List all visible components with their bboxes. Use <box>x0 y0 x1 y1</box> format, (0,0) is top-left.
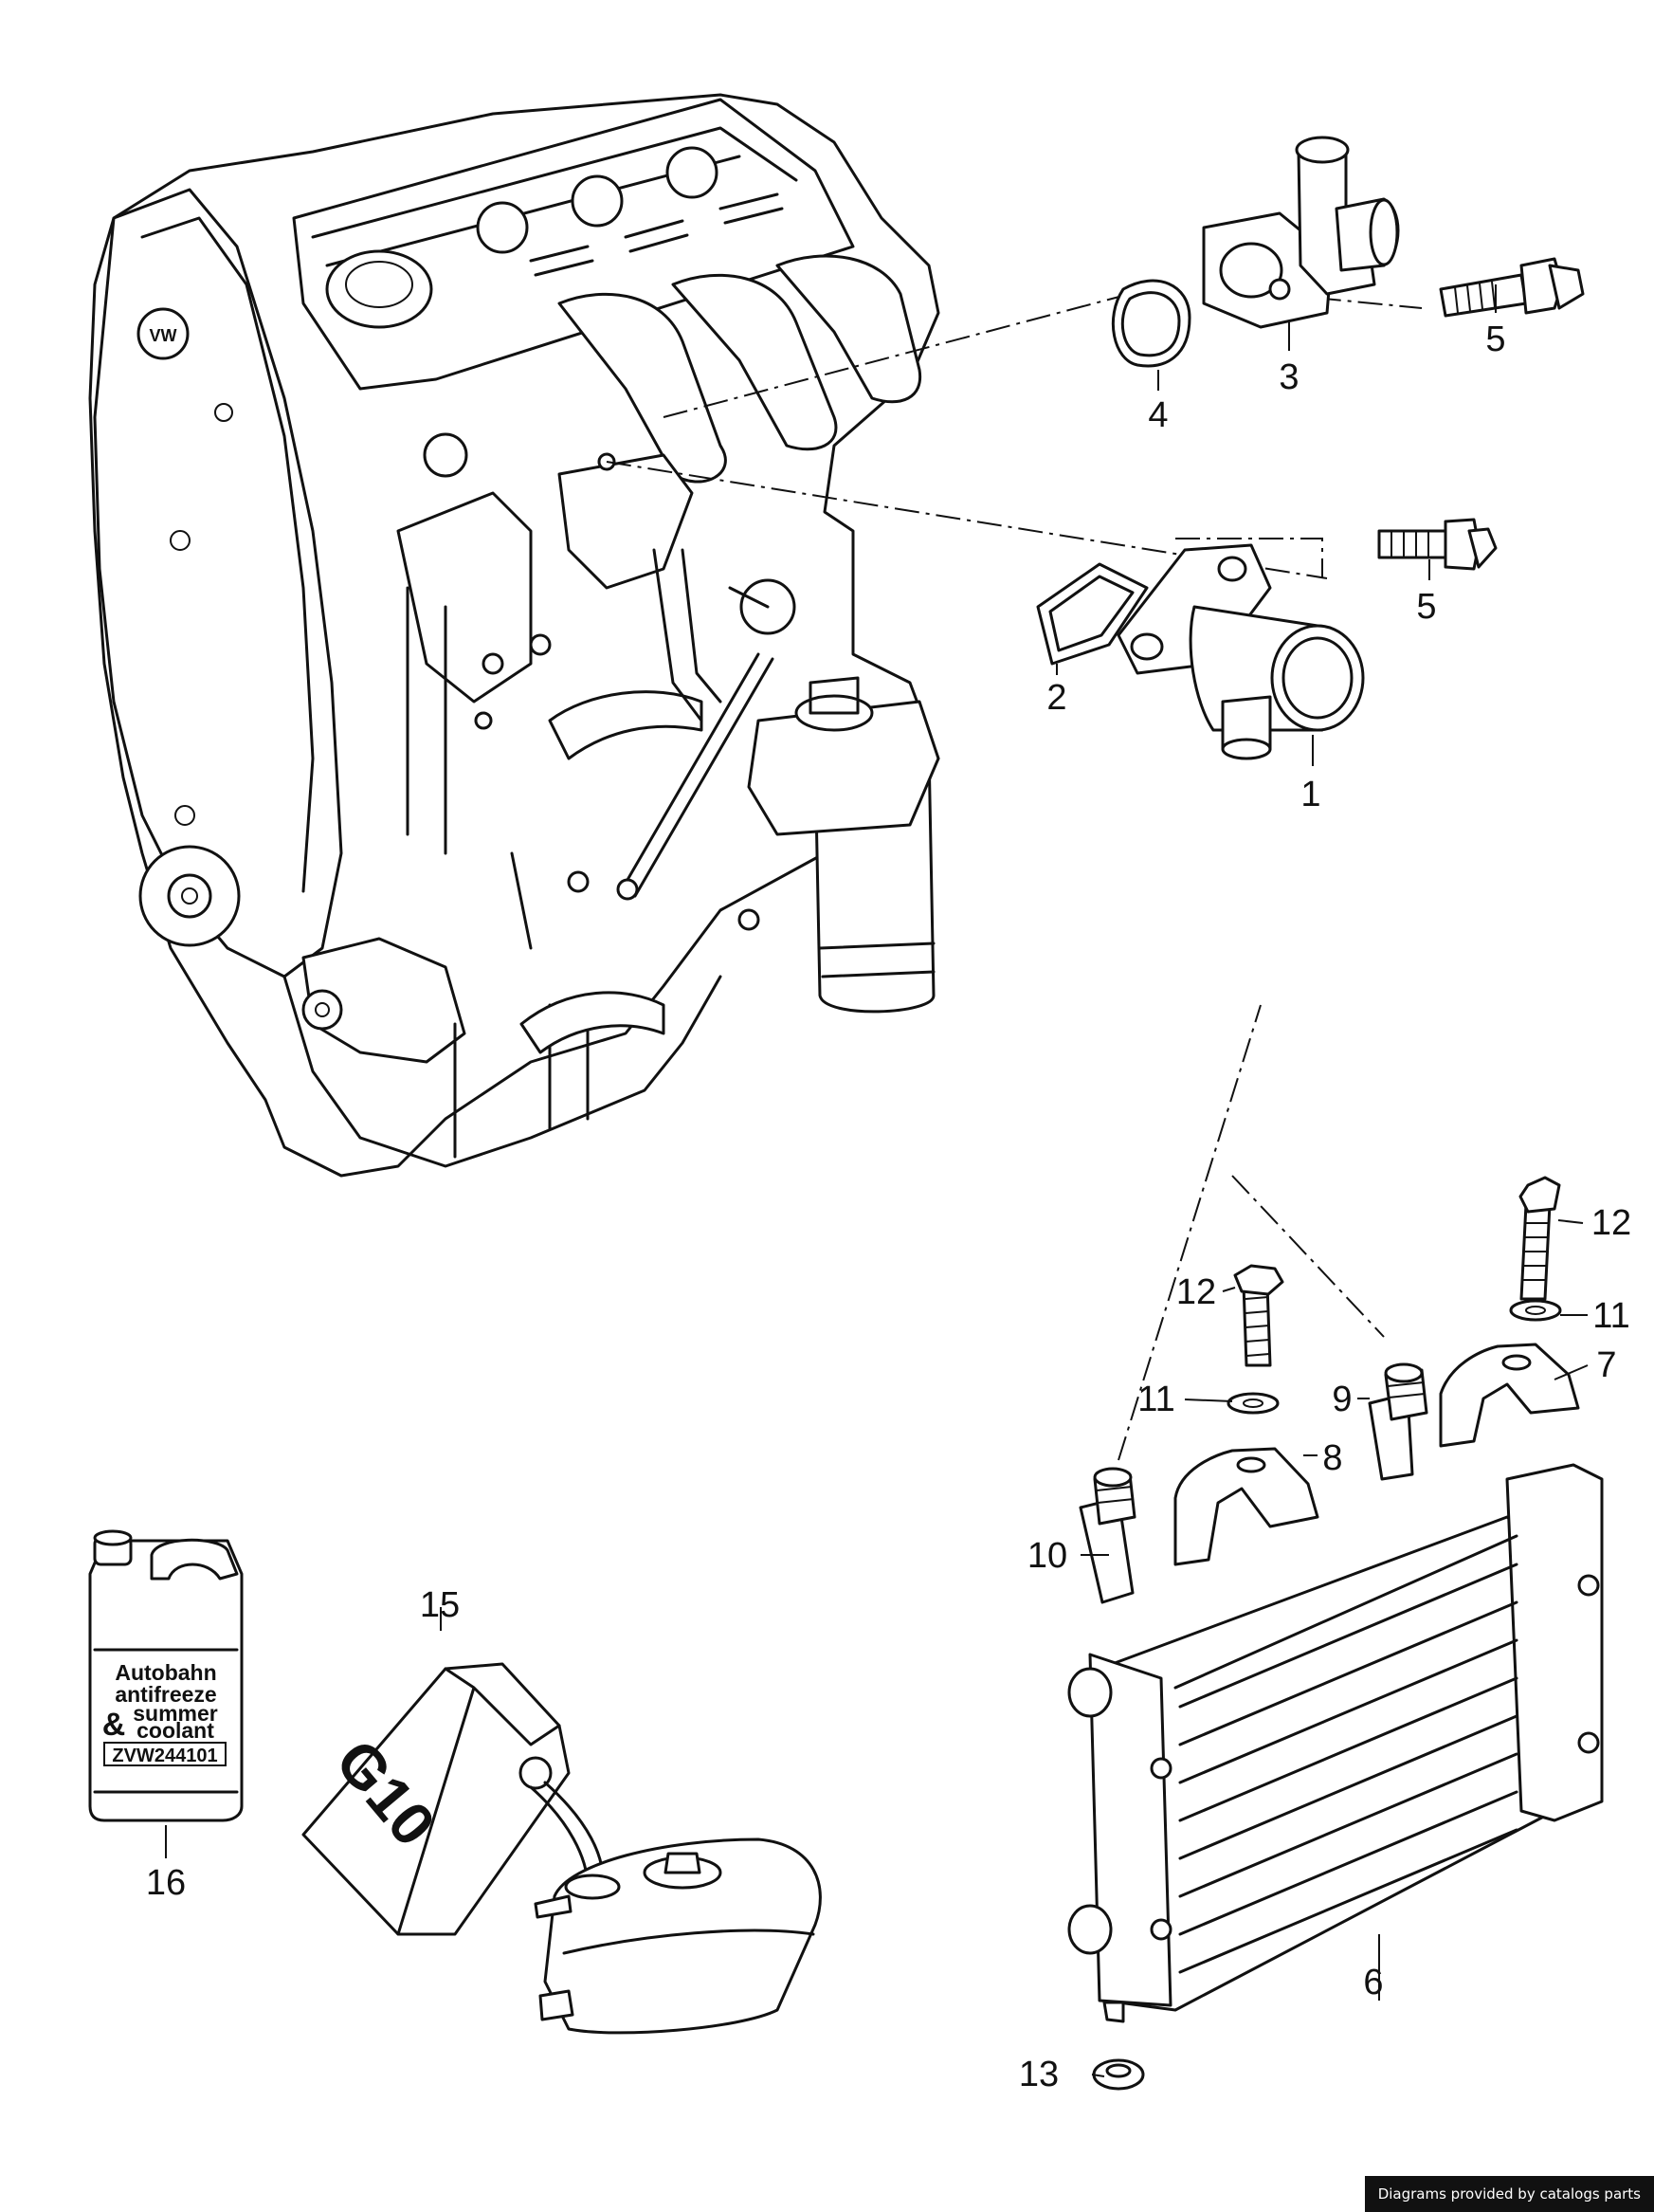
leader-lines <box>165 284 1589 2077</box>
callout-11-right: 11 <box>1592 1296 1629 1336</box>
callout-15: 15 <box>420 1585 460 1625</box>
jug-line-2: antifreeze <box>115 1682 216 1707</box>
part-2-gasket <box>1036 562 1149 666</box>
callout-12-right: 12 <box>1591 1203 1631 1243</box>
jug-line-1: Autobahn <box>115 1660 216 1685</box>
part-15-g10-canister: G10 <box>301 1662 822 2035</box>
part-7-bracket <box>1439 1343 1580 1448</box>
jug-line-3: summer <box>133 1701 218 1726</box>
part-12-bolt-a <box>1233 1264 1284 1367</box>
part-6-radiator <box>1067 1463 1604 2023</box>
callouts: 1 2 3 4 5 5 6 7 8 9 10 11 11 12 12 13 15… <box>146 320 1631 2094</box>
callout-10: 10 <box>1027 1536 1067 1576</box>
part-1-coolant-flange <box>1117 543 1365 760</box>
part-4-gasket <box>1111 279 1191 368</box>
callout-6: 6 <box>1363 1963 1383 2002</box>
callout-5-lower: 5 <box>1416 587 1436 627</box>
engine-logo: VW <box>150 326 177 345</box>
callout-12-left: 12 <box>1176 1272 1216 1312</box>
callout-8: 8 <box>1322 1438 1342 1478</box>
callout-9: 9 <box>1332 1380 1352 1419</box>
part-3-flange <box>1202 136 1400 329</box>
part-16-antifreeze-jug: Autobahn antifreeze & summer coolant ZVW… <box>88 1529 244 1822</box>
callout-5-upper: 5 <box>1485 320 1505 359</box>
part-11-washer-b <box>1509 1299 1562 1322</box>
part-5-bolt-upper <box>1439 257 1585 318</box>
callout-4: 4 <box>1148 395 1168 435</box>
engine-assembly: VW <box>88 93 940 1178</box>
callout-16: 16 <box>146 1863 186 1903</box>
jug-line-4: coolant <box>136 1718 214 1743</box>
part-5-bolt-lower <box>1377 518 1498 571</box>
vw-logo-icon <box>136 307 190 360</box>
part-8-bracket <box>1173 1447 1319 1566</box>
part-9-mount <box>1368 1362 1428 1481</box>
credit-banner: Diagrams provided by catalogs parts <box>1364 2176 1654 2212</box>
part-10-mount <box>1079 1467 1136 1604</box>
part-12-bolt-b <box>1518 1176 1561 1301</box>
callout-7: 7 <box>1596 1345 1616 1385</box>
callout-11-left: 11 <box>1137 1380 1174 1419</box>
jug-ampersand: & <box>102 1707 126 1743</box>
part-11-washer-a <box>1227 1392 1280 1415</box>
callout-3: 3 <box>1279 357 1299 397</box>
callout-2: 2 <box>1046 678 1066 718</box>
callout-13: 13 <box>1019 2055 1059 2094</box>
callout-1: 1 <box>1300 775 1320 814</box>
part-13-grommet <box>1092 2058 1145 2091</box>
jug-part-number: ZVW244101 <box>112 1746 217 1766</box>
